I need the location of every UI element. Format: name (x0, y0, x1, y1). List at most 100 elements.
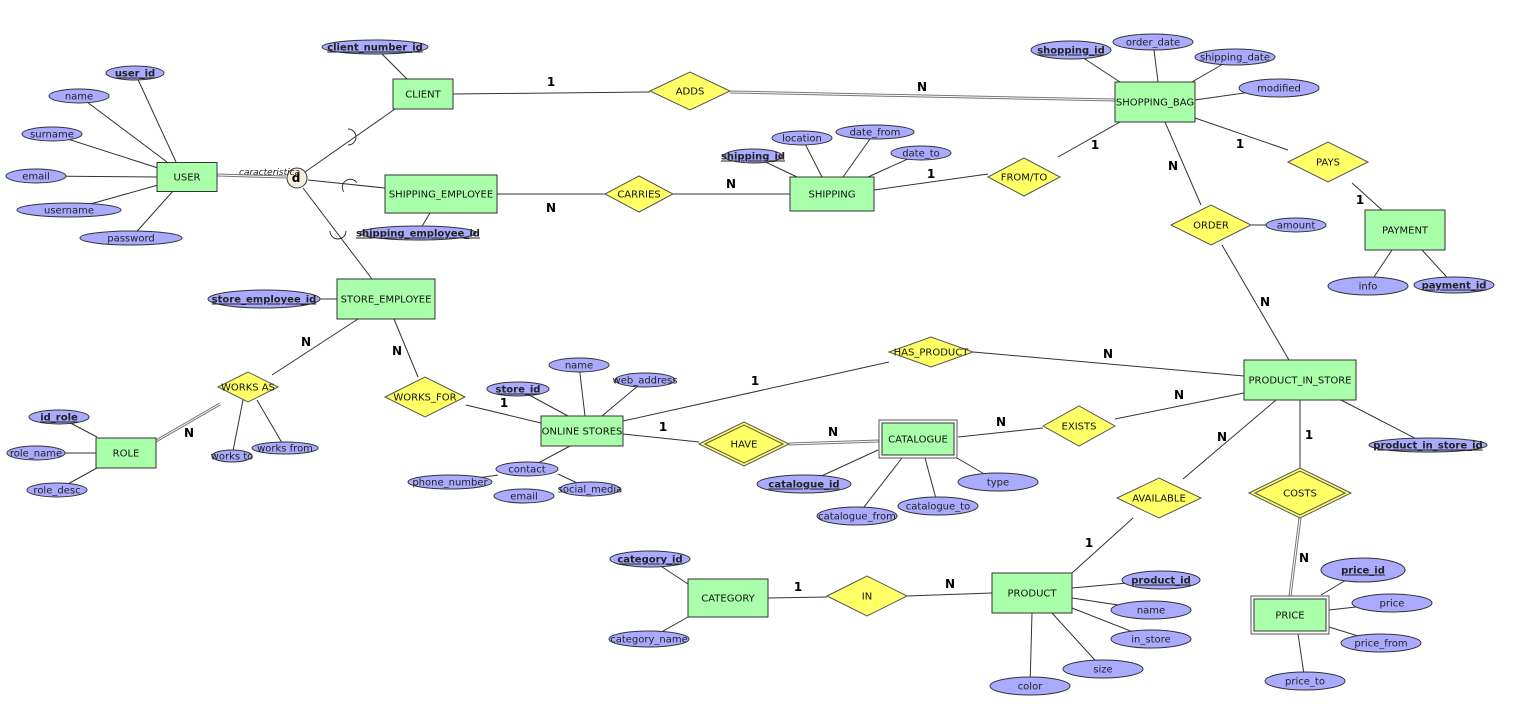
attribute-catalogue-from[interactable]: catalogue_from (816, 506, 898, 526)
relationship-in[interactable]: IN (825, 575, 909, 617)
attribute-social-media[interactable]: social_media (558, 481, 623, 497)
attribute-phone-number[interactable]: phone_number (407, 474, 493, 490)
entity-shopping-bag[interactable]: SHOPPING_BAG (1114, 81, 1196, 123)
attribute-price-from[interactable]: price_from (1340, 633, 1422, 653)
attribute-price[interactable]: price (1351, 593, 1433, 613)
attribute-product-id[interactable]: product_id (1121, 570, 1201, 590)
relationship-pays[interactable]: PAYS (1286, 141, 1370, 183)
attribute-user-email[interactable]: email (5, 168, 67, 184)
entity-online-stores[interactable]: ONLINE STORES (540, 415, 624, 447)
relationship-have[interactable]: HAVE (697, 421, 791, 467)
attribute-user-password[interactable]: password (79, 230, 183, 246)
cardinality-label: N (301, 335, 311, 349)
entity-user[interactable]: USER (156, 162, 218, 192)
entity-box (336, 278, 436, 320)
entity-client[interactable]: CLIENT (392, 78, 454, 110)
entity-shipping-employee[interactable]: SHIPPING_EMPLOYEE (384, 174, 498, 214)
attribute-label: works to (211, 452, 254, 463)
relationship-order[interactable]: ORDER (1169, 204, 1253, 246)
attribute-ellipse (1112, 33, 1194, 51)
entity-payment[interactable]: PAYMENT (1364, 209, 1446, 251)
relationship-adds[interactable]: ADDS (648, 71, 732, 111)
attribute-catalogue-to[interactable]: catalogue_to (897, 496, 979, 516)
relationship-carries[interactable]: CARRIES (603, 175, 675, 213)
attribute-amount[interactable]: amount (1265, 217, 1327, 233)
attribute-user-name[interactable]: name (48, 88, 110, 104)
attribute-ellipse (890, 145, 952, 161)
attribute-type[interactable]: type (957, 472, 1039, 492)
entity-shipping[interactable]: SHIPPING (789, 176, 875, 212)
relationship-has-product[interactable]: HAS_PRODUCT (887, 336, 975, 368)
attribute-modified[interactable]: modified (1238, 78, 1320, 98)
relationship-label: PAYS (1316, 158, 1340, 169)
entity-role[interactable]: ROLE (95, 437, 157, 469)
relationship-costs[interactable]: COSTS (1247, 467, 1353, 519)
attribute-category-name[interactable]: category_name (608, 630, 690, 648)
relationship-works-as[interactable]: WORKS AS (216, 371, 280, 403)
entity-product[interactable]: PRODUCT (991, 572, 1073, 614)
entity-catalogue[interactable]: CATALOGUE (878, 419, 958, 459)
attribute-user-surname[interactable]: surname (21, 126, 83, 142)
relationship-exists[interactable]: EXISTS (1041, 405, 1117, 447)
attribute-price-to[interactable]: price_to (1264, 671, 1346, 691)
attribute-role-name[interactable]: role_name (6, 445, 66, 461)
attribute-label: email (510, 492, 538, 503)
attribute-role-desc[interactable]: role_desc (26, 482, 88, 498)
attribute-web-address[interactable]: web_address (613, 372, 678, 388)
attribute-client-number-id[interactable]: client_number_id (321, 39, 429, 55)
attribute-location[interactable]: location (771, 130, 833, 146)
attribute-ellipse (989, 676, 1071, 696)
entity-store-employee[interactable]: STORE_EMPLOYEE (336, 278, 436, 320)
attribute-ellipse (816, 506, 898, 526)
attribute-contact[interactable]: contact (495, 461, 559, 477)
relationship-from-to[interactable]: FROM/TO (986, 157, 1062, 197)
entity-category[interactable]: CATEGORY (687, 578, 769, 618)
attribute-ellipse (211, 449, 253, 463)
link-in-product (906, 592, 993, 597)
relationship-works-for[interactable]: WORKS_FOR (383, 376, 467, 418)
attribute-shipping-employee-id[interactable]: shipping_employee_id (356, 225, 480, 241)
attribute-payment-id[interactable]: payment_id (1413, 276, 1495, 294)
link-costs-price-inner (1289, 517, 1301, 597)
attribute-shipping-id[interactable]: shipping_id (721, 148, 785, 164)
attribute-store-name[interactable]: name (548, 357, 610, 373)
attribute-in-store[interactable]: in_store (1110, 629, 1192, 649)
attribute-color[interactable]: color (989, 676, 1071, 696)
relationship-available[interactable]: AVAILABLE (1115, 477, 1203, 519)
attribute-price-id[interactable]: price_id (1320, 557, 1406, 583)
attribute-works-to[interactable]: works to (211, 449, 254, 463)
attribute-id-role[interactable]: id_role (28, 409, 90, 425)
attribute-store-employee-id[interactable]: store_employee_id (207, 289, 321, 309)
attribute-shopping-id[interactable]: shopping_id (1030, 40, 1112, 60)
attribute-date-from[interactable]: date_from (835, 124, 915, 140)
attribute-shipping-date[interactable]: shipping_date (1194, 48, 1276, 66)
attribute-label: catalogue_from (818, 512, 896, 523)
attribute-user-id[interactable]: user_id (105, 65, 165, 81)
attribute-ellipse (1265, 217, 1327, 233)
entity-label: PAYMENT (1382, 226, 1429, 237)
attribute-info[interactable]: info (1327, 276, 1409, 296)
attribute-catalogue-id[interactable]: catalogue_id (756, 474, 852, 494)
entity-price[interactable]: PRICE (1250, 595, 1330, 635)
entity-product-in-store[interactable]: PRODUCT_IN_STORE (1243, 359, 1357, 401)
attribute-label: category_id (617, 555, 682, 566)
attribute-user-username[interactable]: username (16, 202, 122, 218)
attribute-size[interactable]: size (1062, 659, 1144, 679)
attribute-date-to[interactable]: date_to (890, 145, 952, 161)
attribute-contact-email[interactable]: email (493, 488, 555, 504)
attribute-product-in-store-id[interactable]: product_in_store_id (1368, 437, 1488, 453)
attribute-ellipse (1264, 671, 1346, 691)
attribute-category-id[interactable]: category_id (609, 550, 691, 568)
attribute-store-id[interactable]: store_id (486, 381, 550, 397)
attribute-label: color (1018, 682, 1044, 693)
attribute-works-from[interactable]: works from (251, 441, 319, 455)
attribute-product-name[interactable]: name (1110, 600, 1192, 620)
cardinality-label: 1 (547, 75, 555, 89)
link-shipping-from-to (873, 173, 989, 191)
cardinality-label: 1 (1305, 428, 1313, 442)
attribute-ellipse (897, 496, 979, 516)
link-order-product-in-store (1221, 244, 1290, 361)
attribute-order-date[interactable]: order_date (1112, 33, 1194, 51)
attribute-ellipse (835, 124, 915, 140)
